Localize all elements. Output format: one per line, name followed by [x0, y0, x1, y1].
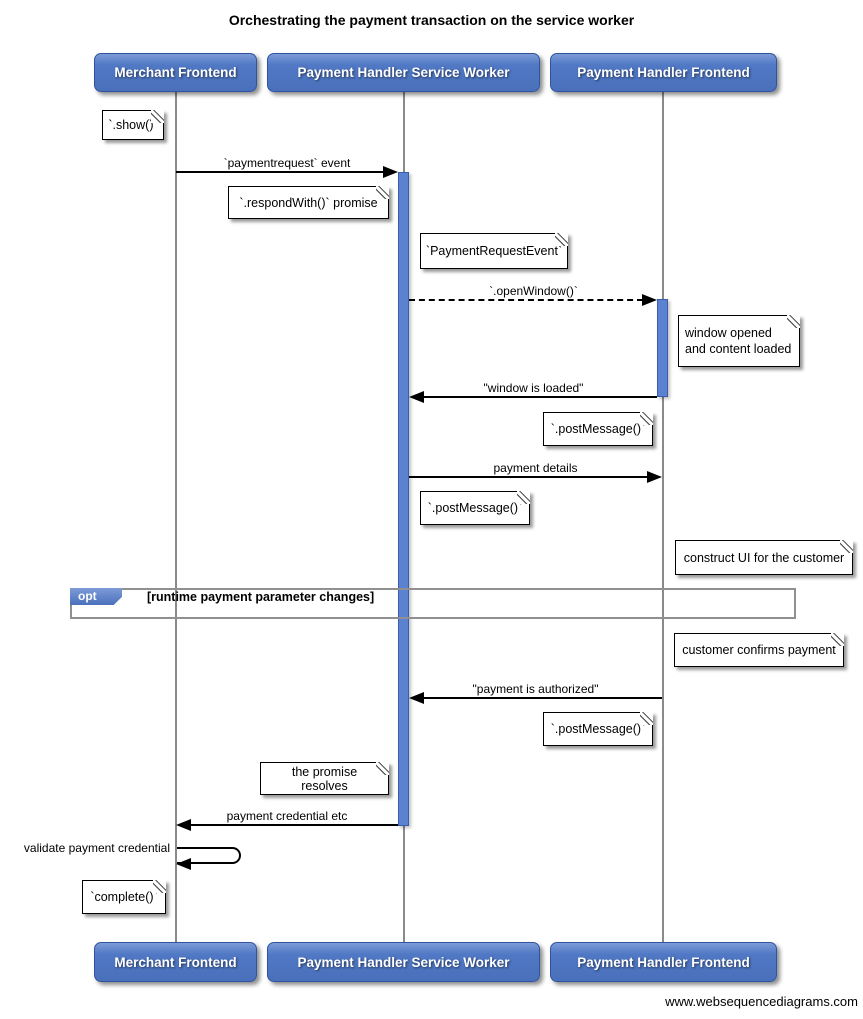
message-label-payment-is-authorized: "payment is authorized" — [472, 682, 599, 696]
note-postmessage-1: `.postMessage()` — [543, 412, 653, 446]
note-construct-ui: construct UI for the customer — [675, 540, 853, 575]
note-text: `.postMessage()` — [427, 501, 523, 515]
note-fold-icon — [517, 491, 530, 504]
note-postmessage-2: `.postMessage()` — [420, 491, 530, 525]
note-fold-icon — [787, 315, 800, 328]
actor-bottom-payment-handler-service-worker: Payment Handler Service Worker — [267, 942, 540, 982]
message-line-openwindow — [409, 299, 643, 301]
note-text: `.postMessage()` — [550, 422, 646, 436]
actor-top-payment-handler-service-worker: Payment Handler Service Worker — [267, 53, 540, 92]
websequencediagrams-watermark: www.websequencediagrams.com — [665, 994, 858, 1009]
activation-service-worker — [398, 172, 409, 826]
note-complete: `complete()` — [82, 880, 166, 914]
message-line-payment-is-authorized — [424, 697, 662, 699]
note-fold-icon — [153, 880, 166, 893]
note-fold-icon — [376, 186, 389, 199]
actor-bottom-merchant-frontend: Merchant Frontend — [94, 942, 257, 982]
note-fold-icon — [831, 633, 844, 646]
actor-bottom-payment-handler-frontend: Payment Handler Frontend — [550, 942, 777, 982]
note-show: `.show()` — [102, 110, 164, 140]
lifeline-merchant-frontend — [175, 92, 177, 942]
message-label-window-is-loaded: "window is loaded" — [483, 381, 584, 395]
opt-fragment-guard: [runtime payment parameter changes] — [147, 590, 375, 604]
arrowhead-right-icon — [642, 294, 657, 306]
note-window-opened: window opened and content loaded — [678, 315, 800, 367]
arrowhead-right-icon — [647, 471, 662, 483]
lifeline-payment-handler-frontend — [662, 92, 664, 942]
note-fold-icon — [840, 540, 853, 553]
note-promise-resolves: the promise resolves — [260, 762, 389, 795]
arrowhead-left-icon — [409, 391, 424, 403]
message-line-payment-credential-etc — [191, 824, 398, 826]
note-text: window opened and content loaded — [685, 326, 792, 356]
message-label-payment-credential-etc: payment credential etc — [226, 809, 348, 823]
opt-fragment-operator: opt — [70, 588, 122, 605]
message-line-payment-details — [409, 476, 647, 478]
note-text: `.show()` — [108, 118, 158, 132]
message-label-paymentrequest-event: `paymentrequest` event — [223, 156, 351, 170]
note-fold-icon — [640, 712, 653, 725]
diagram-title: Orchestrating the payment transaction on… — [228, 12, 635, 28]
activation-payment-handler-frontend — [657, 299, 668, 397]
arrowhead-right-icon — [383, 166, 398, 178]
note-text: the promise resolves — [291, 764, 358, 793]
note-customer-confirms-payment: customer confirms payment — [674, 633, 844, 667]
note-text: construct UI for the customer — [683, 550, 845, 565]
actor-top-merchant-frontend: Merchant Frontend — [94, 53, 257, 92]
note-text: `.postMessage()` — [550, 722, 646, 736]
note-fold-icon — [640, 412, 653, 425]
note-text: `.respondWith()` promise — [239, 195, 378, 210]
note-respondwith-promise: `.respondWith()` promise — [228, 186, 389, 219]
note-fold-icon — [151, 110, 164, 123]
arrowhead-left-icon — [176, 858, 191, 870]
self-message-loop — [177, 847, 241, 864]
note-postmessage-3: `.postMessage()` — [543, 712, 653, 746]
arrowhead-left-icon — [409, 692, 424, 704]
message-line-paymentrequest-event — [176, 171, 383, 173]
message-label-validate-payment-credential: validate payment credential — [23, 841, 170, 855]
note-text: `complete()` — [90, 890, 158, 904]
note-text: `PaymentRequestEvent` — [425, 244, 563, 258]
actor-top-payment-handler-frontend: Payment Handler Frontend — [550, 53, 777, 92]
message-line-window-is-loaded — [424, 396, 657, 398]
arrowhead-left-icon — [176, 819, 191, 831]
note-paymentrequestevent: `PaymentRequestEvent` — [420, 233, 568, 269]
message-label-payment-details: payment details — [493, 461, 578, 475]
note-fold-icon — [555, 233, 568, 246]
note-text: customer confirms payment — [682, 643, 836, 657]
note-fold-icon — [376, 762, 389, 775]
message-label-openwindow: `.openWindow()` — [489, 284, 578, 298]
